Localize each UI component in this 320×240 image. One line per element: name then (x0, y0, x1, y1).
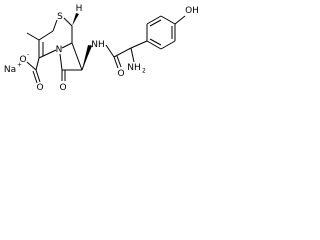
bond-ph-inner-1 (149, 19, 162, 27)
bond-amidec-o-2 (116, 55, 122, 68)
bond-c7-n (61, 42, 73, 49)
atom-amide-oxygen: O (117, 69, 124, 79)
atom-carboxyl-double-oxygen: O (36, 83, 43, 93)
bond-nh-amidec (105, 44, 115, 58)
bond-carboxyl-o-double (35, 69, 41, 83)
bond-ph-2 (146, 15, 162, 25)
chemical-structure: S H N O O - O Na + NH O NH 2 OH (4, 4, 199, 93)
sodium-charge: + (17, 62, 22, 69)
bond-carboxyl-o-minus (26, 61, 37, 71)
atom-labels: S H N O O - O Na + NH O NH 2 OH (4, 4, 199, 93)
bond-ph-3 (160, 15, 176, 25)
amino-subscript: 2 (142, 68, 146, 75)
carboxylate-charge: - (27, 52, 29, 59)
bond-ph-6 (146, 40, 162, 50)
bond-amidec-calpha (113, 47, 132, 58)
atom-hydroxyl: OH (185, 6, 199, 16)
bond-amidec-o (113, 56, 119, 69)
wedge-h (72, 13, 79, 26)
atom-amino: NH (127, 63, 141, 73)
atom-amide-nh: NH (91, 40, 105, 50)
atom-stereo-h: H (76, 4, 83, 14)
bond-ph-inner-3 (149, 38, 162, 46)
bond-lines (26, 15, 186, 84)
bond-c4-s (52, 19, 58, 32)
bond-c7b-c7 (71, 42, 83, 71)
bond-s-c6 (63, 17, 73, 27)
atom-ring-nitrogen: N (56, 45, 63, 55)
bond-calpha-phenyl (130, 40, 148, 49)
atom-sodium: Na (4, 65, 16, 75)
bond-n-c2 (38, 49, 57, 59)
bond-c3-c4 (38, 30, 54, 41)
bond-n-c8 (59, 53, 63, 71)
atom-lactam-oxygen: O (59, 83, 66, 93)
bond-carboxyl-o-double-2 (32, 70, 38, 84)
bond-ph-oh (174, 15, 186, 25)
bond-calpha-amino (130, 47, 135, 63)
wedge-nh (82, 45, 92, 70)
bond-methyl (26, 32, 40, 41)
atom-carboxylate-oxygen: O (19, 55, 26, 65)
bond-c2-carboxyl (35, 57, 40, 71)
bond-ph-5 (160, 40, 176, 50)
stereo-wedges (72, 13, 92, 70)
atom-sulfur: S (57, 12, 63, 22)
